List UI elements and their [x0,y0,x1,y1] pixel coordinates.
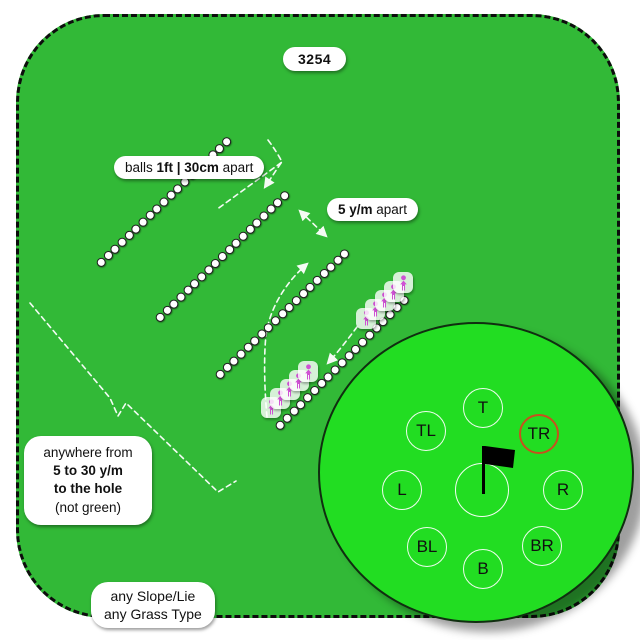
row-spacing-label: 5 y/m apart [327,198,419,221]
ball-spacing-pointer [263,162,282,189]
label-segment: apart [218,159,254,175]
label-segment: 5 y/m [338,201,373,217]
hitting-zone-outline [29,302,237,494]
position-circle-T: T [463,388,503,428]
position-label: L [397,480,407,499]
position-circle-L: L [382,470,422,510]
group-transition-arrow [326,326,358,365]
position-label: BR [530,536,554,555]
field-boundary [16,14,620,618]
position-label: BL [416,537,438,556]
flag-icon [482,446,515,494]
position-circle-BR: BR [522,526,562,566]
ball-spacing-leader-line [215,139,284,211]
label-segment: any Slope/Lie [110,588,196,604]
player-marker [298,361,319,383]
position-circle-TR: TR [519,414,559,454]
player-marker [393,272,414,294]
position-circle-B: B [463,549,503,589]
person-icon [304,364,312,380]
label-segment: anywhere from [43,445,133,460]
label-segment: balls [125,159,157,175]
label-segment: apart [372,201,408,217]
row-spacing-arrow [298,209,328,238]
person-icon [399,275,407,291]
position-circle-TL: TL [406,411,446,451]
distance-note: anywhere from 5 to 30 y/m to the hole (not … [24,436,152,525]
label-segment: any Grass Type [104,606,202,623]
position-circle-R: R [543,470,583,510]
ball-spacing-label: balls 1ft | 30cm apart [114,156,265,179]
label-segment: 1ft [156,159,174,175]
conditions-note: any Slope/Lie any Grass Type [91,582,215,629]
label-segment: | [173,159,185,175]
label-segment: 30cm [184,159,219,175]
label-segment: (not green) [54,499,122,515]
position-circle-BL: BL [407,527,447,567]
position-label: T [477,398,489,417]
position-label: B [477,559,489,578]
position-label: R [556,480,570,499]
position-label: TR [527,424,551,443]
position-label: TL [416,421,436,440]
label-segment: to the hole [53,481,123,497]
label-segment: 5 to 30 y/m [53,463,123,479]
drill-number-badge: 3254 [283,47,347,72]
